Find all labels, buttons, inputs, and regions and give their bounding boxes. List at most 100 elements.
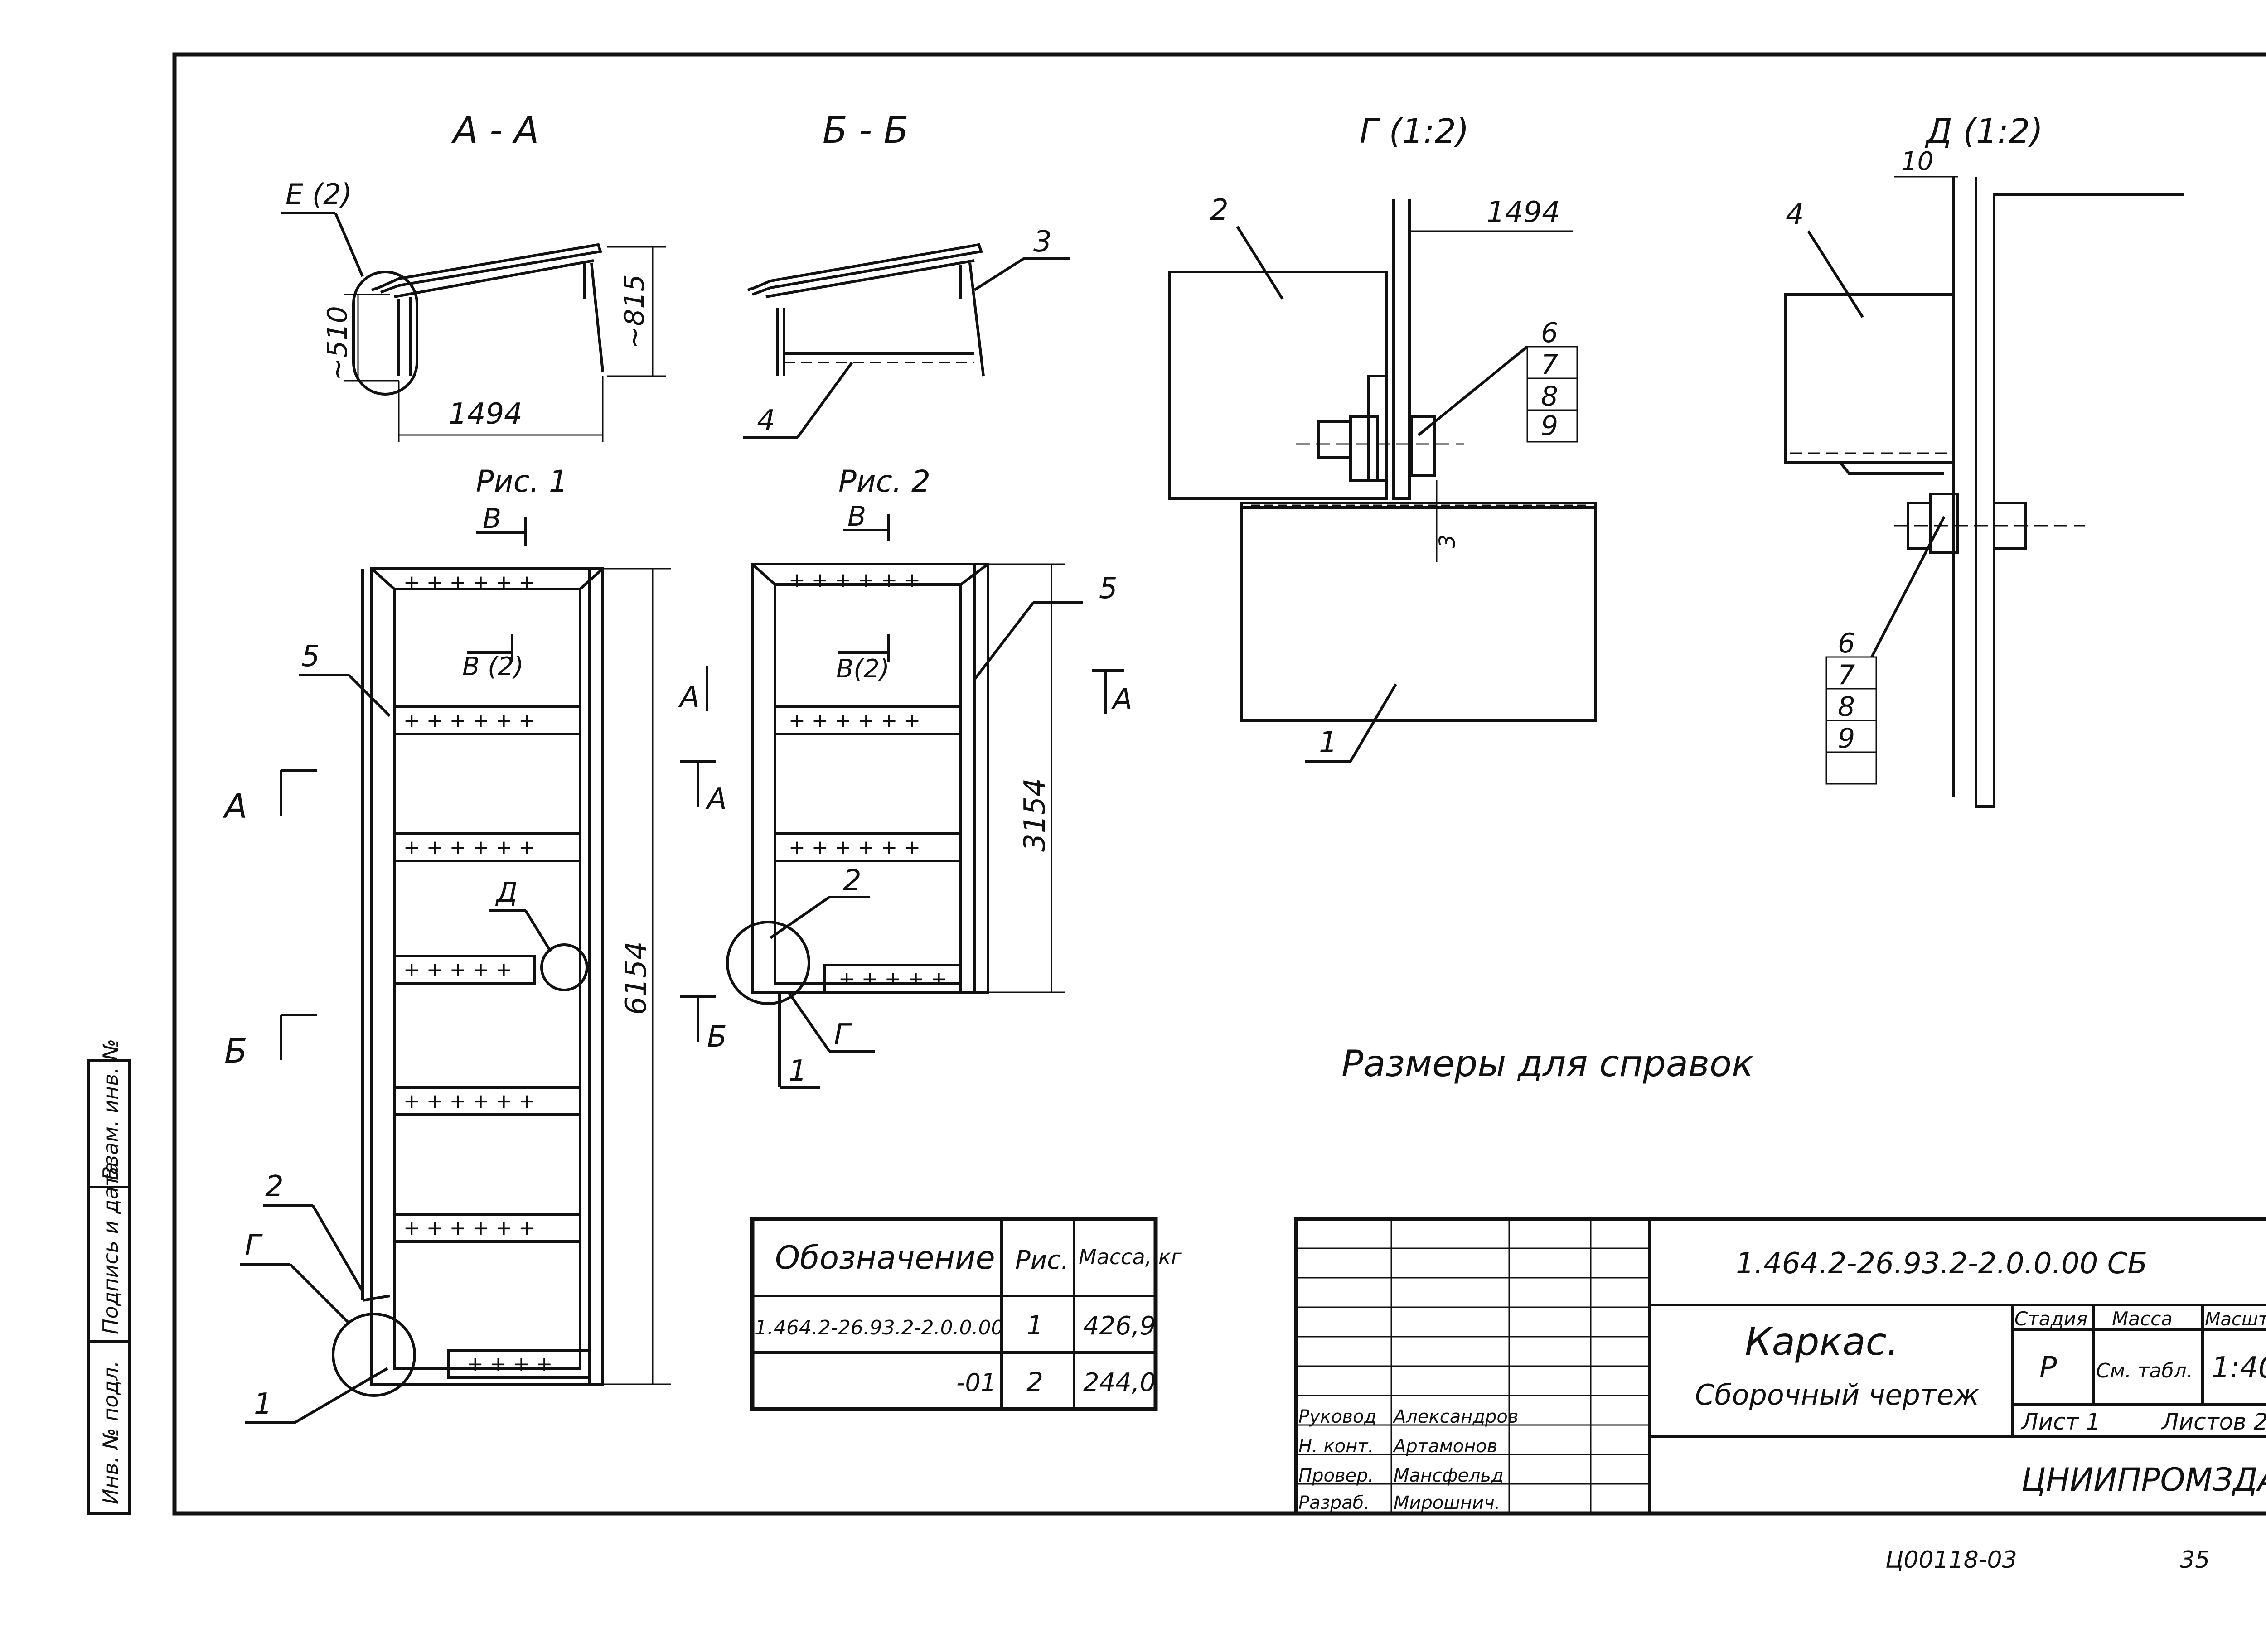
svg-text:+ + + + + +: + + + + + + xyxy=(403,709,535,732)
stage-value: Р xyxy=(2039,1351,2057,1385)
dim-fig2-length: 3154 xyxy=(1018,778,1052,852)
fig2-cut-a-right: А xyxy=(1111,683,1133,716)
fig1-cut-a: А xyxy=(223,787,247,826)
dim-d-offset: 10 xyxy=(1901,147,1933,176)
section-bb-title: Б - Б xyxy=(823,109,909,151)
spec-row2-mass: 244,0 xyxy=(1083,1368,1156,1397)
name-2: Артамонов xyxy=(1392,1436,1497,1457)
detail-d: Д (1:2) 10 4 6 7 8 9 xyxy=(1784,112,2184,808)
dim-g-offset: 1494 xyxy=(1486,196,1560,229)
name-3: Мансфельд xyxy=(1394,1465,1504,1486)
detail-g-callout-6: 6 xyxy=(1541,317,1558,349)
fig1-callout-g: Г xyxy=(245,1229,263,1262)
svg-text:+ + + + +: + + + + + xyxy=(838,967,947,990)
detail-d-callout-7: 7 xyxy=(1838,659,1855,691)
fig2-cut-b2: В(2) xyxy=(836,654,890,684)
title-block: Руковод Александров Н. конт. Артамонов П… xyxy=(1294,1217,2266,1516)
side-stamp: Инв. № подл. Подпись и дата Взам. инв. № xyxy=(87,1039,131,1515)
drawing-frame xyxy=(172,52,2266,1516)
dim-fig1-length: 6154 xyxy=(620,941,653,1015)
spec-col-mass: Масса, кг xyxy=(1079,1245,1182,1269)
stamp-inv-label: Инв. № подл. xyxy=(98,1361,123,1504)
footer-page: 35 xyxy=(2180,1546,2210,1574)
fig2-cut-a-left: А xyxy=(678,681,700,714)
role-1: Руковод xyxy=(1298,1406,1376,1427)
detail-g-callout-1: 1 xyxy=(1319,726,1337,759)
spec-row2-designation: -01 xyxy=(956,1368,996,1397)
footer-code: Ц00118-03 xyxy=(1885,1546,2017,1574)
detail-d-callout-6: 6 xyxy=(1838,628,1855,659)
role-2: Н. конт. xyxy=(1298,1436,1374,1457)
stamp-sign-label: Подпись и дата xyxy=(98,1162,123,1334)
drawing-subtitle: Сборочный чертеж xyxy=(1695,1378,1979,1411)
dim-g-gap: 3 xyxy=(1435,534,1460,548)
spec-table: Обозначение Рис. Масса, кг 1.464.2-26.93… xyxy=(750,1217,1182,1411)
fig2-callout-2: 2 xyxy=(843,864,862,898)
svg-text:+ + + + +: + + + + + xyxy=(403,958,512,981)
svg-text:+ + + + + +: + + + + + + xyxy=(403,571,535,594)
callout-3: 3 xyxy=(1033,225,1052,259)
label-stage: Стадия xyxy=(2014,1308,2087,1330)
reference-note: Размеры для справок xyxy=(1341,1043,1753,1085)
mass-value: См. табл. xyxy=(2096,1359,2193,1382)
fig2-title: Рис. 2 xyxy=(838,464,930,499)
fig2-callout-5: 5 xyxy=(1099,572,1118,605)
drawing-code: 1.464.2-26.93.2-2.0.0.00 СБ xyxy=(1736,1247,2147,1280)
fig2-callout-g: Г xyxy=(834,1018,852,1052)
name-4: Мирошнич. xyxy=(1394,1493,1500,1513)
role-3: Провер. xyxy=(1298,1465,1374,1486)
fig2-cut-b: В xyxy=(847,501,866,532)
fig2-callout-1: 1 xyxy=(789,1054,807,1088)
fig1-callout-5: 5 xyxy=(301,640,320,673)
spec-col-fig: Рис. xyxy=(1015,1246,1069,1275)
fig1-cut-bv: Б xyxy=(224,1032,247,1071)
role-4: Разраб. xyxy=(1298,1493,1370,1513)
fig1: Рис. 1 В + + + + + + + + + + + + + + + +… xyxy=(223,464,671,1424)
detail-g-callout-2: 2 xyxy=(1210,193,1229,227)
svg-text:+ + + + + +: + + + + + + xyxy=(403,836,535,859)
label-mass: Масса xyxy=(2112,1308,2173,1330)
detail-g-callout-9: 9 xyxy=(1541,410,1558,442)
fig1-title: Рис. 1 xyxy=(476,464,568,499)
dim-aa-width: 1494 xyxy=(449,397,523,431)
stamp-replace-label: Взам. инв. № xyxy=(98,1039,123,1180)
spec-row1-mass: 426,9 xyxy=(1083,1311,1156,1341)
detail-d-callout-9: 9 xyxy=(1838,723,1855,754)
sheet-number: Лист 1 xyxy=(2020,1409,2100,1435)
fig2-cut-bv: Б xyxy=(707,1020,727,1054)
detail-d-title: Д (1:2) xyxy=(1925,112,2043,151)
fig1-callout-2: 2 xyxy=(265,1170,284,1203)
spec-row1-fig: 1 xyxy=(1026,1310,1043,1341)
spec-row1-designation: 1.464.2-26.93.2-2.0.0.00 xyxy=(755,1316,1004,1339)
detail-d-callout-8: 8 xyxy=(1838,691,1855,723)
section-bb: Б - Б 3 4 xyxy=(743,109,1070,439)
callout-4-bb: 4 xyxy=(757,404,775,438)
sheet-count: Листов 2 xyxy=(2161,1409,2266,1435)
callout-e2: Е (2) xyxy=(286,178,352,211)
fig2: Рис. 2 В + + + + + + + + + + + + + + + +… xyxy=(678,464,1133,1089)
label-scale: Масштаб xyxy=(2205,1309,2266,1330)
spec-col-designation: Обозначение xyxy=(775,1239,995,1276)
svg-text:+ + + + + +: + + + + + + xyxy=(789,709,920,732)
dim-aa-left: ~510 xyxy=(322,306,353,381)
scale-value: 1:40 xyxy=(2212,1351,2266,1385)
section-aa: А - А ~510 ~815 1494 Е (2) xyxy=(281,109,666,442)
fig1-cut-b: В xyxy=(483,503,501,535)
drawing-title: Каркас. xyxy=(1745,1319,1899,1364)
detail-d-callout-4: 4 xyxy=(1786,198,1804,232)
spec-row2-fig: 2 xyxy=(1026,1367,1043,1397)
fig2-cut-a-mid: А xyxy=(705,783,727,816)
svg-text:+ + + + + +: + + + + + + xyxy=(403,1217,535,1240)
fig1-detail-d: Д xyxy=(495,877,518,908)
svg-text:+ + + +: + + + + xyxy=(467,1353,552,1376)
organization: ЦНИИПРОМЗДАНИЙ xyxy=(2021,1461,2266,1498)
fig1-cut-b2: В (2) xyxy=(462,652,524,681)
svg-text:+ + + + + +: + + + + + + xyxy=(789,569,920,592)
section-aa-title: А - А xyxy=(451,109,539,151)
detail-g: Г (1:2) 1494 3 2 1 6 7 8 9 xyxy=(1168,112,1597,763)
detail-g-callout-8: 8 xyxy=(1541,381,1558,412)
svg-text:+ + + + + +: + + + + + + xyxy=(403,1090,535,1113)
detail-g-callout-7: 7 xyxy=(1541,349,1558,381)
dim-aa-right: ~815 xyxy=(619,274,650,349)
